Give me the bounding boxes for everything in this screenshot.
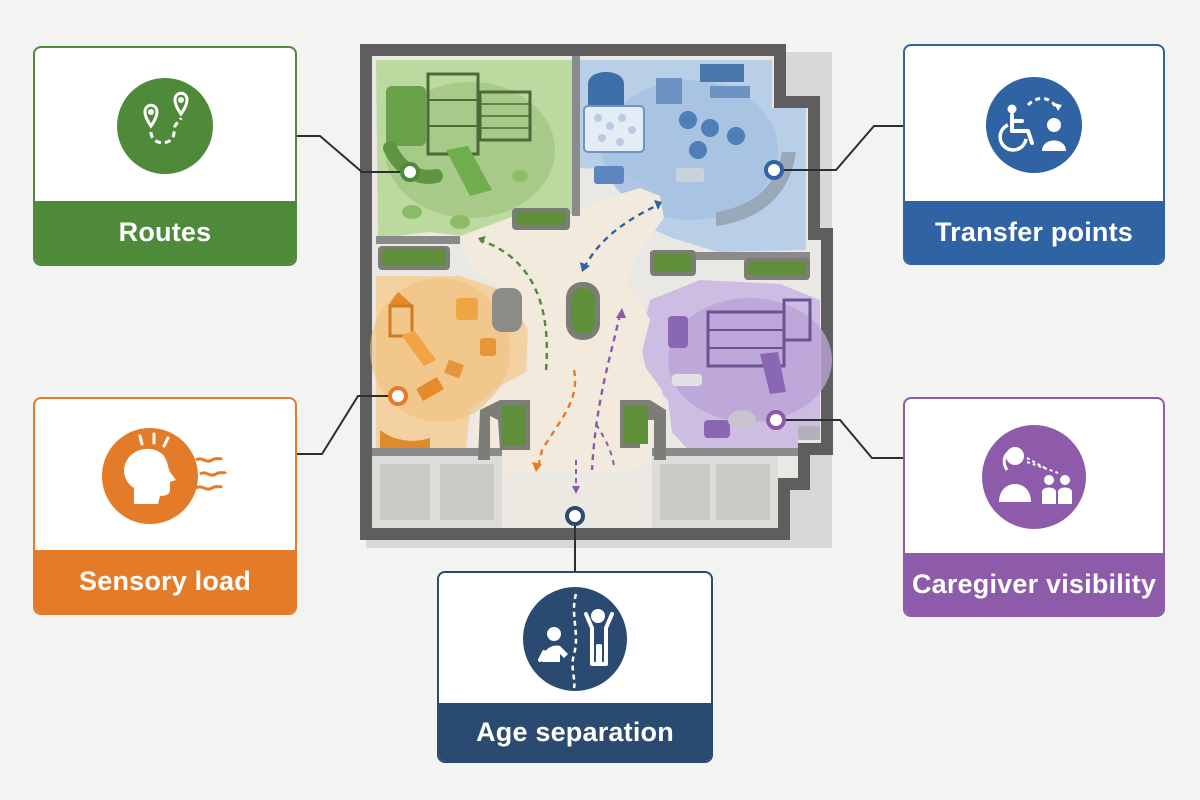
routes-icon-area — [35, 48, 295, 203]
connector-sensory — [297, 395, 398, 455]
marker-caregiver — [766, 410, 786, 430]
card-transfer-points: Transfer points — [903, 44, 1165, 265]
routes-label: Routes — [35, 201, 295, 264]
age-separation-label: Age separation — [439, 703, 711, 761]
route-purple — [590, 313, 622, 471]
caregiver-icon-area — [905, 399, 1163, 555]
card-sensory-load: Sensory load — [33, 397, 297, 615]
card-age-separation: Age separation — [437, 571, 713, 763]
route-blue — [582, 202, 661, 269]
marker-routes — [400, 162, 420, 182]
age-icon-area — [439, 573, 711, 705]
caregiver-view-icon — [982, 425, 1086, 529]
card-routes: Routes — [33, 46, 297, 266]
transfer-icon-area — [905, 46, 1163, 203]
sensory-icon-area — [35, 399, 295, 552]
marker-transfer — [764, 160, 784, 180]
connector-routes — [297, 135, 410, 173]
sensory-head-icon — [102, 427, 228, 524]
transfer-points-label: Transfer points — [905, 201, 1163, 263]
route-green — [479, 238, 549, 371]
marker-sensory — [388, 386, 408, 406]
marker-age — [565, 506, 585, 526]
sensory-load-label: Sensory load — [35, 550, 295, 613]
age-separation-icon — [523, 587, 627, 691]
connector-caregiver — [776, 419, 903, 459]
card-caregiver-visibility: Caregiver visibility — [903, 397, 1165, 617]
connector-transfer — [774, 125, 903, 171]
route-pin-icon — [117, 77, 213, 174]
wheelchair-transfer-icon — [986, 76, 1082, 173]
route-orange — [536, 369, 577, 469]
caregiver-visibility-label: Caregiver visibility — [905, 553, 1163, 615]
